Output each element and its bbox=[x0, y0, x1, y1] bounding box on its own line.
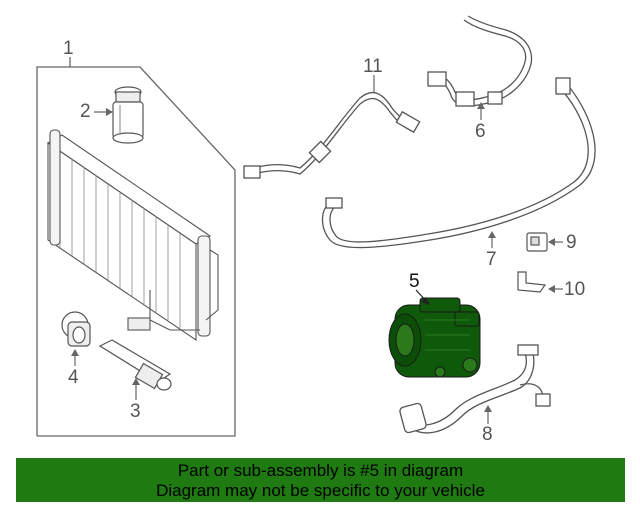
banner-line-disclaimer: Diagram may not be specific to your vehi… bbox=[156, 481, 485, 500]
callout-8[interactable]: 8 bbox=[482, 424, 493, 445]
part-10-bracket bbox=[517, 271, 547, 293]
part-11-hose bbox=[243, 91, 421, 179]
callout-11[interactable]: 11 bbox=[363, 56, 383, 77]
callout-9[interactable]: 9 bbox=[566, 232, 577, 253]
part-4-pressure-cap bbox=[61, 311, 91, 347]
callout-5[interactable]: 5 bbox=[409, 271, 420, 292]
callout-10[interactable]: 10 bbox=[564, 279, 586, 300]
notice-banner: Part or sub-assembly is #5 in diagram Di… bbox=[16, 458, 625, 502]
parts-diagram bbox=[36, 15, 596, 437]
arrow-4 bbox=[71, 349, 79, 356]
callout-3[interactable]: 3 bbox=[130, 401, 141, 422]
callout-2[interactable]: 2 bbox=[80, 101, 91, 122]
arrow-3 bbox=[132, 378, 140, 385]
arrow-9 bbox=[548, 238, 555, 246]
part-2-receiver-drier bbox=[112, 86, 144, 144]
condenser-group-outline bbox=[36, 66, 236, 437]
arrow-2 bbox=[106, 108, 113, 116]
arrow-8 bbox=[484, 405, 492, 412]
callout-1[interactable]: 1 bbox=[63, 38, 74, 59]
callout-7[interactable]: 7 bbox=[486, 249, 497, 270]
arrow-5 bbox=[421, 297, 430, 305]
banner-line-part: Part or sub-assembly is #5 in diagram bbox=[177, 461, 464, 480]
arrow-6 bbox=[477, 102, 485, 109]
arrow-7 bbox=[488, 231, 496, 238]
callout-4[interactable]: 4 bbox=[68, 367, 79, 388]
part-3-pressure-switch bbox=[98, 339, 172, 391]
callout-6[interactable]: 6 bbox=[475, 121, 486, 142]
part-7-refrigerant-line bbox=[321, 77, 596, 249]
condenser-core bbox=[46, 129, 219, 342]
part-9-clip bbox=[526, 232, 548, 252]
arrow-10 bbox=[548, 285, 555, 293]
part-8-hose bbox=[399, 344, 551, 434]
part-6-hose bbox=[427, 15, 533, 107]
part-5-ac-compressor[interactable] bbox=[388, 297, 481, 378]
